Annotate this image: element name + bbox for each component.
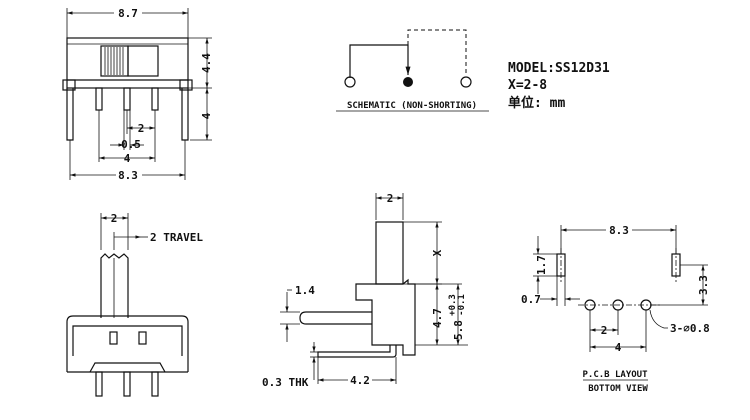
- pcb-pitch-label: 2: [601, 324, 608, 337]
- side-tol-minus: -0.1: [457, 294, 467, 316]
- pin-3: [151, 87, 159, 111]
- model-info: MODEL:SS12D31 X=2-8 单位: mm: [508, 61, 610, 111]
- side-x-label: X: [431, 249, 444, 256]
- leg-right: [181, 88, 189, 141]
- travel-actuator-width-label: 2: [111, 212, 118, 225]
- side-tab: [299, 311, 372, 325]
- dim-pin-span-label: 4: [124, 152, 131, 165]
- dim-pin-length-label: 4: [200, 112, 213, 119]
- dim-base-width-label: 8.3: [118, 169, 138, 182]
- pcb-caption-2: BOTTOM VIEW: [588, 384, 648, 394]
- pcb-pin-span-label: 4: [615, 341, 622, 354]
- travel-body: [66, 315, 189, 356]
- pin-1: [95, 87, 103, 111]
- terminal-right: [460, 76, 472, 88]
- side-total-height-label: 5.8: [452, 320, 465, 340]
- terminal-left: [344, 76, 356, 88]
- dim-width-label: 8.7: [118, 7, 138, 20]
- pin-2: [123, 87, 131, 111]
- side-body: [355, 278, 416, 356]
- model-label: MODEL:SS12D31: [508, 61, 610, 76]
- front-view: 8.7 4.4 4: [62, 6, 213, 182]
- pcb-caption-1: P.C.B LAYOUT: [582, 370, 648, 380]
- schematic-caption: SCHEMATIC (NON-SHORTING): [347, 101, 477, 111]
- pcb-slot-length-label: 1.7: [535, 255, 548, 275]
- leg-left: [66, 88, 74, 141]
- side-body-height-label: 4.7: [431, 308, 444, 328]
- pcb-slot-width-label: 0.7: [521, 293, 541, 306]
- schematic-wire-common: [349, 44, 411, 78]
- travel-label: 2 TRAVEL: [150, 231, 203, 244]
- schematic-wire-alt: [407, 29, 467, 74]
- side-tab-length-label: 1.4: [295, 284, 315, 297]
- dim-body-height-label: 4.4: [200, 53, 213, 73]
- side-thickness-label: 0.3 THK: [262, 376, 309, 389]
- unit-label: 单位: mm: [508, 95, 565, 111]
- side-foot-length-label: 4.2: [350, 374, 370, 387]
- schematic: SCHEMATIC (NON-SHORTING): [336, 29, 489, 112]
- side-view: 2 X 4.7 5.8 +0.3 -0.1 1.4 0.3 THK: [262, 192, 468, 389]
- pcb-tab-span-label: 8.3: [609, 224, 629, 237]
- pcb-layout: 8.3 1.7 0.7 3.3 2 4: [521, 223, 710, 394]
- x-range-label: X=2-8: [508, 78, 547, 93]
- travel-actuator: [100, 253, 129, 318]
- side-actuator: [375, 221, 404, 285]
- terminal-common: [403, 77, 413, 87]
- dim-pitch-label: 2: [138, 122, 145, 135]
- pcb-hole-label: 3-⌀0.8: [670, 322, 710, 335]
- travel-view: 2 2 TRAVEL: [66, 212, 203, 397]
- dim-pin-width-label: 0.5: [121, 138, 141, 151]
- pcb-row-offset-label: 3.3: [697, 275, 710, 295]
- side-actuator-width-label: 2: [387, 192, 394, 205]
- side-tol-plus: +0.3: [448, 294, 458, 316]
- side-leg: [317, 345, 397, 358]
